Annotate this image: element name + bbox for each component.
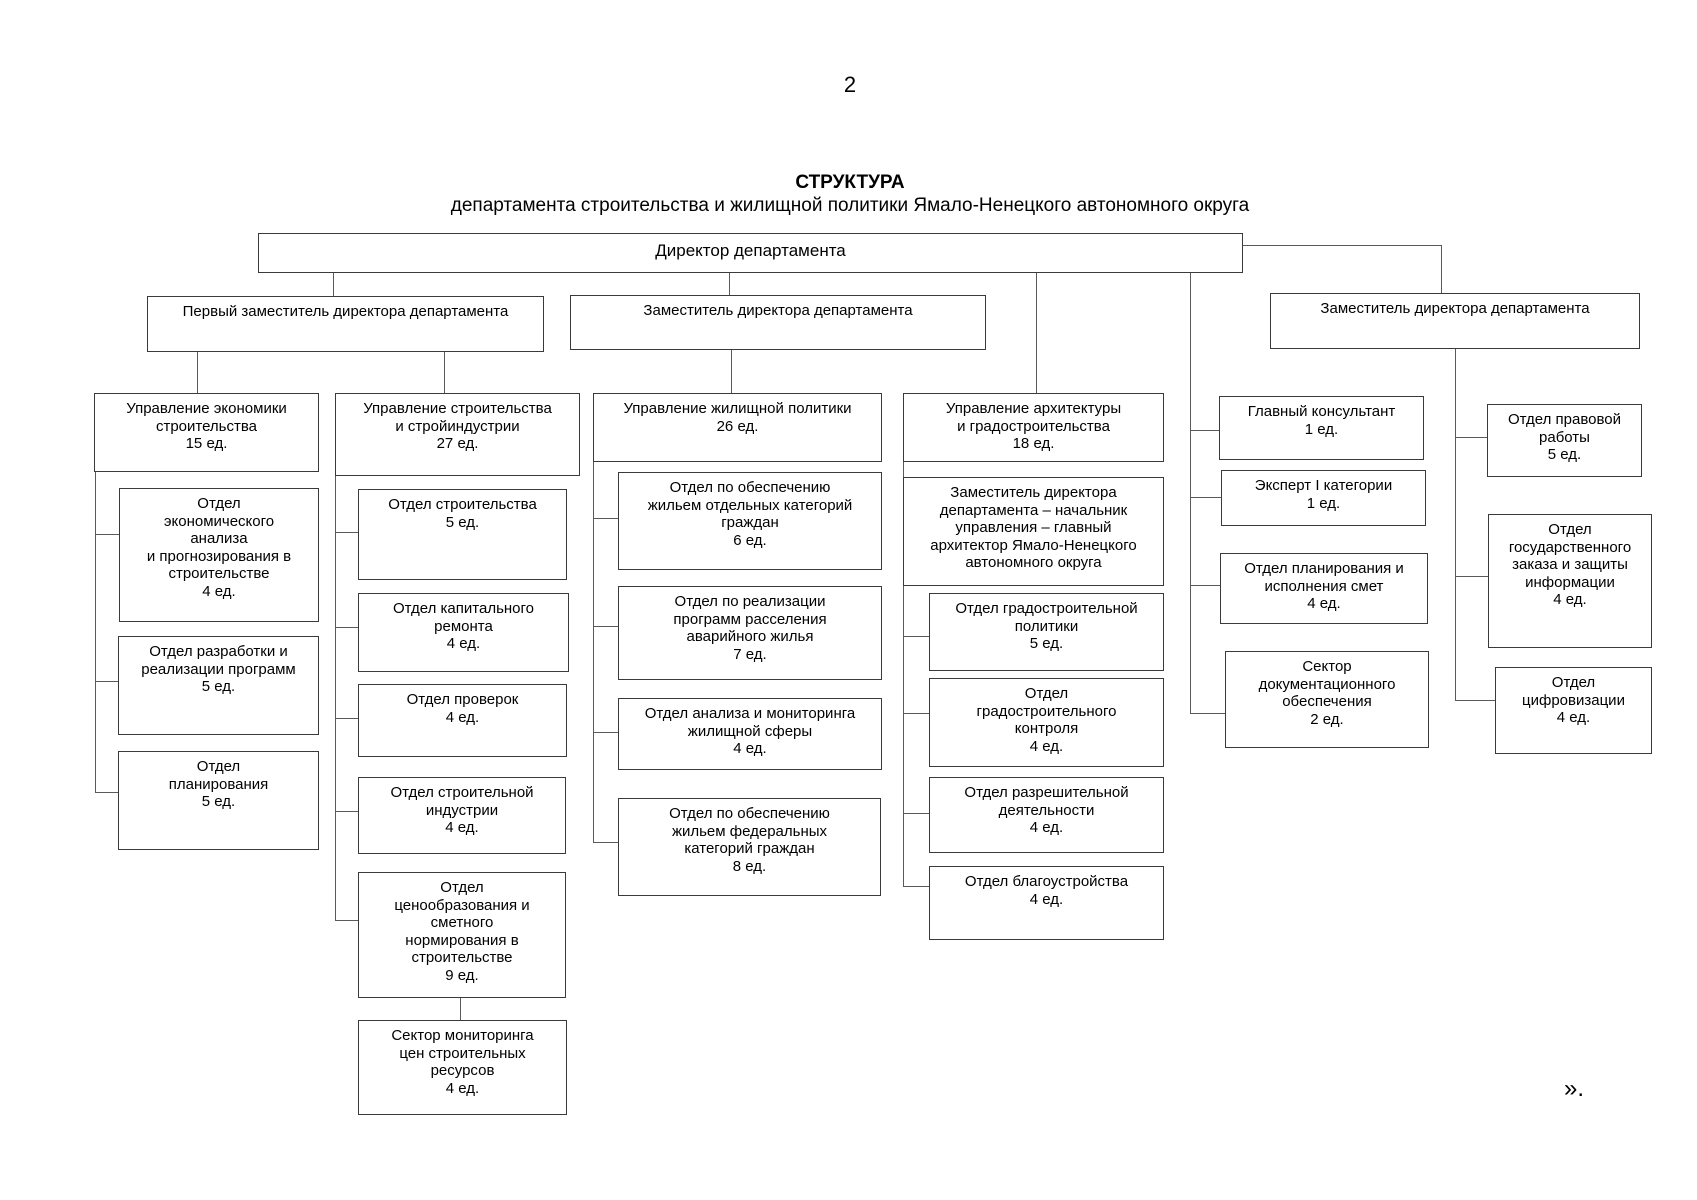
division-box: Отдел разработки и реализации программ 5…	[118, 636, 319, 735]
connector-line	[460, 998, 461, 1020]
division-box: Отдел капитального ремонта 4 ед.	[358, 593, 569, 672]
division-box: Отдел строительной индустрии 4 ед.	[358, 777, 566, 854]
connector-line	[593, 732, 618, 733]
connector-line	[197, 352, 198, 393]
chief-consultant-box: Главный консультант 1 ед.	[1219, 396, 1424, 460]
connector-line	[1455, 349, 1456, 701]
connector-line	[1190, 713, 1225, 714]
division-box: Отдел проверок 4 ед.	[358, 684, 567, 757]
connector-line	[1190, 585, 1220, 586]
connector-line	[95, 472, 96, 792]
first-deputy-box: Первый заместитель директора департамент…	[147, 296, 544, 352]
department-economics-box: Управление экономики строительства 15 ед…	[94, 393, 319, 472]
closing-quote-mark: ».	[1563, 1075, 1584, 1102]
department-construction-box: Управление строительства и стройиндустри…	[335, 393, 580, 476]
connector-line	[1190, 273, 1191, 713]
department-architecture-box: Управление архитектуры и градостроительс…	[903, 393, 1164, 462]
connector-line	[95, 792, 118, 793]
division-box: Отдел по обеспечению жильем федеральных …	[618, 798, 881, 896]
connector-line	[903, 813, 929, 814]
connector-line	[593, 518, 618, 519]
division-box: Отдел экономического анализа и прогнозир…	[119, 488, 319, 622]
connector-line	[1190, 430, 1219, 431]
department-housing-box: Управление жилищной политики 26 ед.	[593, 393, 882, 462]
division-box: Отдел по обеспечению жильем отдельных ка…	[618, 472, 882, 570]
expert-box: Эксперт I категории 1 ед.	[1221, 470, 1426, 526]
connector-line	[335, 476, 336, 921]
connector-line	[1455, 437, 1487, 438]
connector-line	[95, 681, 118, 682]
sector-box: Сектор документационного обеспечения 2 е…	[1225, 651, 1429, 748]
connector-line	[1243, 245, 1441, 246]
connector-line	[593, 842, 618, 843]
division-box: Отдел градостроительной политики 5 ед.	[929, 593, 1164, 671]
page-number: 2	[843, 72, 857, 97]
division-box: Отдел цифровизации 4 ед.	[1495, 667, 1652, 754]
division-box: Отдел планирования и исполнения смет 4 е…	[1220, 553, 1428, 624]
division-box: Отдел ценообразования и сметного нормиро…	[358, 872, 566, 998]
chart-subtitle: департамента строительства и жилищной по…	[450, 195, 1250, 216]
connector-line	[903, 636, 929, 637]
connector-line	[1441, 245, 1442, 293]
connector-line	[95, 534, 119, 535]
division-box: Отдел благоустройства 4 ед.	[929, 866, 1164, 940]
division-box: Отдел по реализации программ расселения …	[618, 586, 882, 680]
connector-line	[731, 350, 732, 393]
division-box: Отдел разрешительной деятельности 4 ед.	[929, 777, 1164, 853]
connector-line	[335, 627, 358, 628]
connector-line	[1190, 497, 1221, 498]
connector-line	[593, 462, 594, 842]
sector-box: Сектор мониторинга цен строительных ресу…	[358, 1020, 567, 1115]
connector-line	[903, 713, 929, 714]
connector-line	[335, 920, 358, 921]
division-box: Отдел правовой работы 5 ед.	[1487, 404, 1642, 477]
connector-line	[903, 462, 904, 886]
division-box: Отдел анализа и мониторинга жилищной сфе…	[618, 698, 882, 770]
connector-line	[444, 352, 445, 393]
connector-line	[1455, 576, 1488, 577]
deputy-director-housing-box: Заместитель директора департамента	[570, 295, 986, 350]
connector-line	[903, 886, 929, 887]
chief-architect-box: Заместитель директора департамента – нач…	[903, 477, 1164, 586]
division-box: Отдел строительства 5 ед.	[358, 489, 567, 580]
connector-line	[1455, 700, 1495, 701]
connector-line	[729, 273, 730, 295]
chart-title: СТРУКТУРА	[795, 172, 905, 193]
deputy-director-right-box: Заместитель директора департамента	[1270, 293, 1640, 349]
connector-line	[335, 718, 358, 719]
connector-line	[593, 626, 618, 627]
director-box: Директор департамента	[258, 233, 1243, 273]
connector-line	[1036, 273, 1037, 393]
connector-line	[333, 273, 334, 296]
division-box: Отдел планирования 5 ед.	[118, 751, 319, 850]
division-box: Отдел государственного заказа и защиты и…	[1488, 514, 1652, 648]
division-box: Отдел градостроительного контроля 4 ед.	[929, 678, 1164, 767]
connector-line	[335, 811, 358, 812]
connector-line	[335, 532, 358, 533]
